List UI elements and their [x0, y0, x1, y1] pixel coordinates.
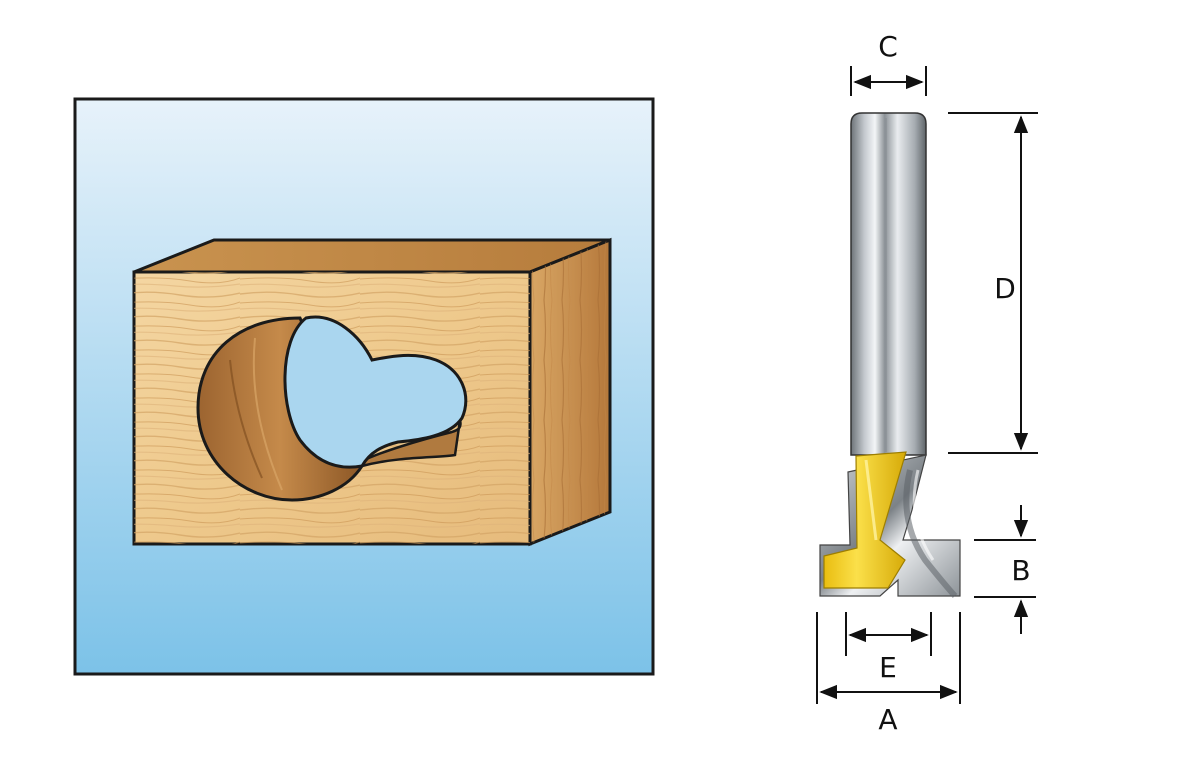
- dim-label-a: A: [878, 703, 897, 736]
- bit-shank: [850, 112, 927, 456]
- dim-label-b: B: [1011, 554, 1030, 587]
- keyhole-slot-illustration: [73, 97, 655, 676]
- keyhole-slot-channel: [358, 419, 462, 468]
- keyhole-opening: [283, 315, 468, 469]
- carbide-cutter: [823, 451, 907, 589]
- router-bit: [819, 112, 961, 599]
- dim-label-e: E: [879, 651, 897, 684]
- dim-label-c: C: [878, 30, 898, 63]
- dim-label-d: D: [994, 272, 1016, 305]
- dimension-lines: [816, 66, 1038, 704]
